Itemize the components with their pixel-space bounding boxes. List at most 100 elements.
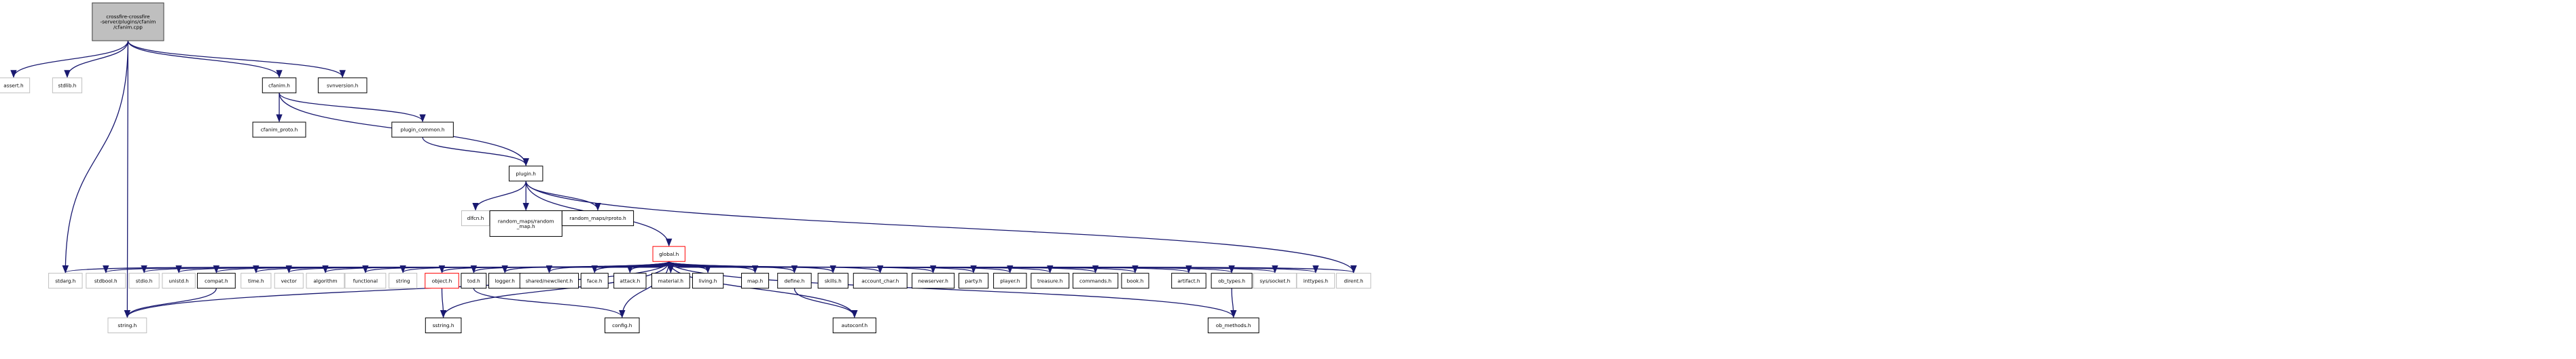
node-box-algorithm <box>306 273 345 289</box>
node-compat_h[interactable]: compat.h <box>197 273 236 289</box>
node-label-random_map_h: random_maps/random <box>498 218 554 224</box>
node-box-cfanim_proto_h <box>252 121 306 138</box>
edge-root-to-cfanim_h <box>127 40 283 78</box>
node-party_h[interactable]: party.h <box>959 273 989 289</box>
node-autoconf_h[interactable]: autoconf.h <box>832 317 876 334</box>
edge-root-to-assert_h <box>10 40 129 78</box>
node-attack_h[interactable]: attack.h <box>613 273 647 289</box>
node-label-svnversion_h: svnversion.h <box>327 82 358 88</box>
edge-global_h-to-config_h <box>619 261 670 318</box>
node-ob_types_h[interactable]: ob_types.h <box>1211 273 1253 289</box>
node-unistd_h[interactable]: unistd.h <box>162 273 196 289</box>
node-label-treasure_h: treasure.h <box>1037 278 1062 284</box>
node-box-artifact_h <box>1171 273 1206 289</box>
node-box-assert_h <box>0 77 31 94</box>
node-define_h[interactable]: define.h <box>777 273 812 289</box>
node-living_h[interactable]: living.h <box>692 273 724 289</box>
node-label-string: string <box>396 278 410 284</box>
node-box-dlfcn_h <box>461 210 490 227</box>
node-string_h[interactable]: string.h <box>107 317 147 334</box>
node-sys_socket_h[interactable]: sys/socket.h <box>1253 273 1297 289</box>
edge-global_h-to-autoconf_h <box>668 261 858 318</box>
node-label-material_h: material.h <box>658 278 683 284</box>
node-box-newclient_h <box>519 273 579 289</box>
node-box-treasure_h <box>1031 273 1070 289</box>
node-box-cfanim_h <box>262 77 297 94</box>
node-box-sys_socket_h <box>1253 273 1297 289</box>
node-label-rproto_h: random_maps/rproto.h <box>569 215 626 221</box>
node-box-commands_h <box>1072 273 1119 289</box>
node-svnversion_h[interactable]: svnversion.h <box>317 77 368 94</box>
node-plugin_common_h[interactable]: plugin_common.h <box>391 121 454 138</box>
node-global_h[interactable]: global.h <box>652 246 685 262</box>
node-time_h[interactable]: time.h <box>240 273 272 289</box>
node-book_h[interactable]: book.h <box>1121 273 1149 289</box>
node-sstring_h[interactable]: sstring.h <box>425 317 462 334</box>
node-label-root: /cfanim.cpp <box>113 24 143 30</box>
node-dirent_h[interactable]: dirent.h <box>1336 273 1372 289</box>
node-artifact_h[interactable]: artifact.h <box>1171 273 1206 289</box>
node-map_h[interactable]: map.h <box>741 273 770 289</box>
node-vector[interactable]: vector <box>274 273 304 289</box>
node-plugin_h[interactable]: plugin.h <box>508 166 543 182</box>
node-random_map_h[interactable]: random_maps/random_map.h <box>489 210 562 237</box>
node-assert_h[interactable]: assert.h <box>0 77 31 94</box>
node-algorithm[interactable]: algorithm <box>306 273 345 289</box>
node-box-svnversion_h <box>317 77 368 94</box>
node-stdio_h[interactable]: stdio.h <box>128 273 160 289</box>
node-box-dirent_h <box>1336 273 1372 289</box>
node-stdarg_h[interactable]: stdarg.h <box>48 273 83 289</box>
node-label-cfanim_h: cfanim.h <box>268 82 290 88</box>
node-skills_h[interactable]: skills.h <box>817 273 848 289</box>
node-material_h[interactable]: material.h <box>651 273 690 289</box>
node-stdlib_h[interactable]: stdlib.h <box>52 77 83 94</box>
node-box-material_h <box>651 273 690 289</box>
edge-global_h-to-sstring_h <box>440 261 670 318</box>
node-rproto_h[interactable]: random_maps/rproto.h <box>561 210 634 227</box>
node-ob_methods_h[interactable]: ob_methods.h <box>1207 317 1259 334</box>
node-box-stdarg_h <box>48 273 83 289</box>
node-cfanim_proto_h[interactable]: cfanim_proto.h <box>252 121 306 138</box>
node-logger_h[interactable]: logger.h <box>488 273 522 289</box>
node-label-define_h: define.h <box>785 278 805 284</box>
node-account_char_h[interactable]: account_char.h <box>853 273 908 289</box>
node-box-party_h <box>959 273 989 289</box>
node-label-stdio_h: stdio.h <box>136 278 153 284</box>
node-newclient_h[interactable]: shared/newclient.h <box>519 273 579 289</box>
node-dlfcn_h[interactable]: dlfcn.h <box>461 210 490 227</box>
node-object_h[interactable]: object.h <box>425 273 459 289</box>
node-label-global_h: global.h <box>659 251 679 257</box>
edge-define_h-to-autoconf_h <box>793 288 858 318</box>
edge-global_h-to-dirent_h <box>668 261 1357 273</box>
node-box-face_h <box>580 273 609 289</box>
node-box-stdio_h <box>128 273 160 289</box>
edge-global_h-to-string_h <box>124 261 670 318</box>
node-box-random_map_h <box>489 210 562 237</box>
node-newserver_h[interactable]: newserver.h <box>912 273 955 289</box>
node-tod_h[interactable]: tod.h <box>461 273 487 289</box>
node-inttypes_h[interactable]: inttypes.h <box>1296 273 1336 289</box>
node-string[interactable]: string <box>389 273 418 289</box>
node-label-ob_types_h: ob_types.h <box>1218 278 1245 284</box>
node-player_h[interactable]: player.h <box>993 273 1027 289</box>
node-root[interactable]: crossfire-crossfire-server/plugins/cfani… <box>92 2 164 41</box>
node-label-logger_h: logger.h <box>495 278 515 284</box>
node-box-account_char_h <box>853 273 908 289</box>
node-label-root: -server/plugins/cfanim <box>100 19 156 25</box>
node-treasure_h[interactable]: treasure.h <box>1031 273 1070 289</box>
node-functional[interactable]: functional <box>344 273 387 289</box>
edge-object_h-to-sstring_h <box>440 288 447 318</box>
node-config_h[interactable]: config.h <box>604 317 640 334</box>
node-label-random_map_h: _map.h <box>516 223 535 229</box>
node-label-vector: vector <box>281 278 297 284</box>
node-box-functional <box>344 273 387 289</box>
node-commands_h[interactable]: commands.h <box>1072 273 1119 289</box>
node-label-party_h: party.h <box>965 278 982 284</box>
node-box-time_h <box>240 273 272 289</box>
node-face_h[interactable]: face.h <box>580 273 609 289</box>
node-cfanim_h[interactable]: cfanim.h <box>262 77 297 94</box>
node-stdbool_h[interactable]: stdbool.h <box>86 273 126 289</box>
node-box-string <box>389 273 418 289</box>
node-label-skills_h: skills.h <box>825 278 842 284</box>
